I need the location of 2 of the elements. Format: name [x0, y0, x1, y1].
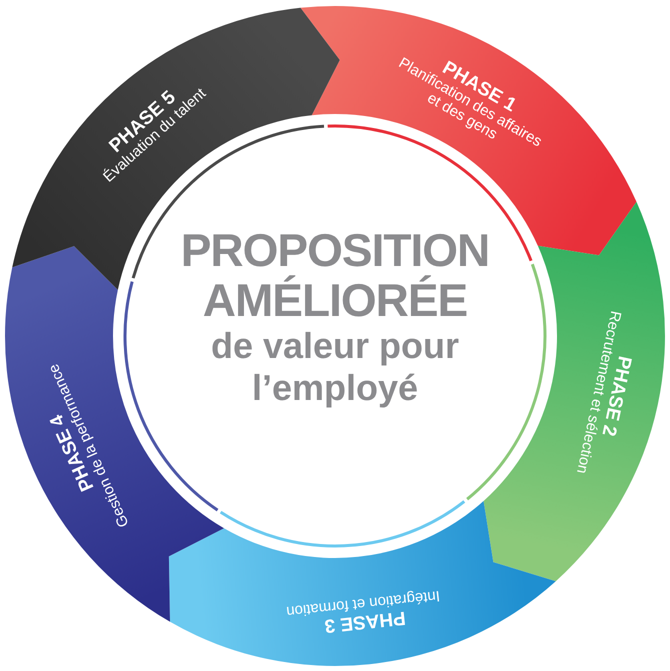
center-heading: PROPOSITION AMÉLIORÉE [180, 225, 490, 325]
center-subheading: de valeur pour l’employé [210, 325, 460, 409]
